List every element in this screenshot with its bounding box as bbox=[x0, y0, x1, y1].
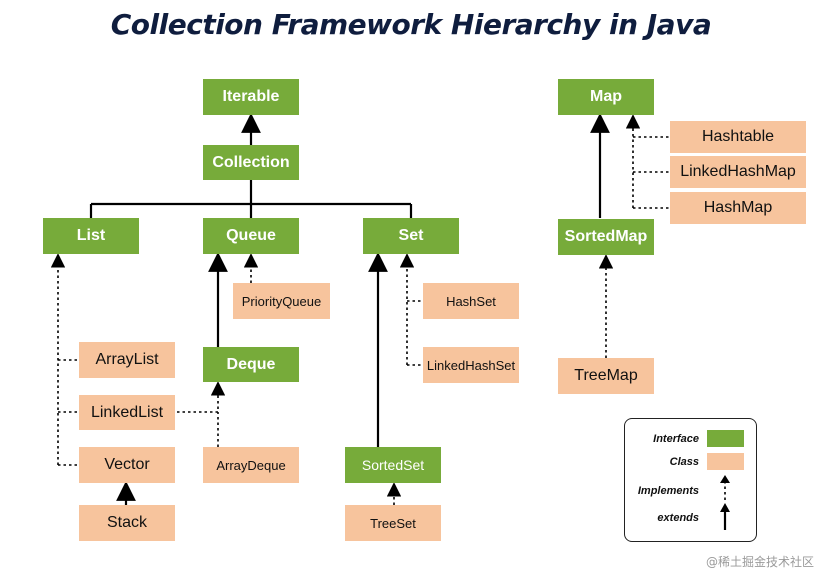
node-arraylist: ArrayList bbox=[79, 342, 175, 378]
legend-implements-arrow bbox=[720, 475, 730, 500]
node-linkedhashmap: LinkedHashMap bbox=[670, 156, 806, 188]
watermark: @稀土掘金技术社区 bbox=[705, 555, 814, 569]
node-hashset: HashSet bbox=[423, 283, 519, 319]
node-map: Map bbox=[558, 79, 654, 115]
node-priorityqueue: PriorityQueue bbox=[233, 283, 330, 319]
node-vector: Vector bbox=[79, 447, 175, 483]
legend-class-swatch bbox=[707, 453, 744, 470]
legend-interface-swatch bbox=[707, 430, 744, 447]
legend-interface-label: Interface bbox=[653, 433, 699, 445]
node-linkedlist: LinkedList bbox=[79, 395, 175, 430]
node-stack: Stack bbox=[79, 505, 175, 541]
legend: Interface Class Implements extends bbox=[624, 418, 757, 542]
node-arraydeque: ArrayDeque bbox=[203, 447, 299, 483]
node-treemap: TreeMap bbox=[558, 358, 654, 394]
node-set: Set bbox=[363, 218, 459, 254]
legend-implements-label: Implements bbox=[637, 485, 699, 497]
node-treeset: TreeSet bbox=[345, 505, 441, 541]
node-list: List bbox=[43, 218, 139, 254]
legend-class-label: Class bbox=[669, 456, 699, 468]
node-queue: Queue bbox=[203, 218, 299, 254]
legend-extends-arrow bbox=[720, 503, 730, 530]
node-deque: Deque bbox=[203, 347, 299, 382]
node-hashmap: HashMap bbox=[670, 192, 806, 224]
node-sortedmap: SortedMap bbox=[558, 219, 654, 255]
node-hashtable: Hashtable bbox=[670, 121, 806, 153]
node-sortedset: SortedSet bbox=[345, 447, 441, 483]
legend-extends-label: extends bbox=[657, 512, 699, 524]
edge-linkedlist-deque bbox=[177, 381, 226, 413]
node-linkedhashset: LinkedHashSet bbox=[423, 347, 519, 383]
diagram-title: Collection Framework Hierarchy in Java bbox=[110, 8, 712, 41]
node-iterable: Iterable bbox=[203, 79, 299, 115]
node-collection: Collection bbox=[203, 145, 299, 180]
